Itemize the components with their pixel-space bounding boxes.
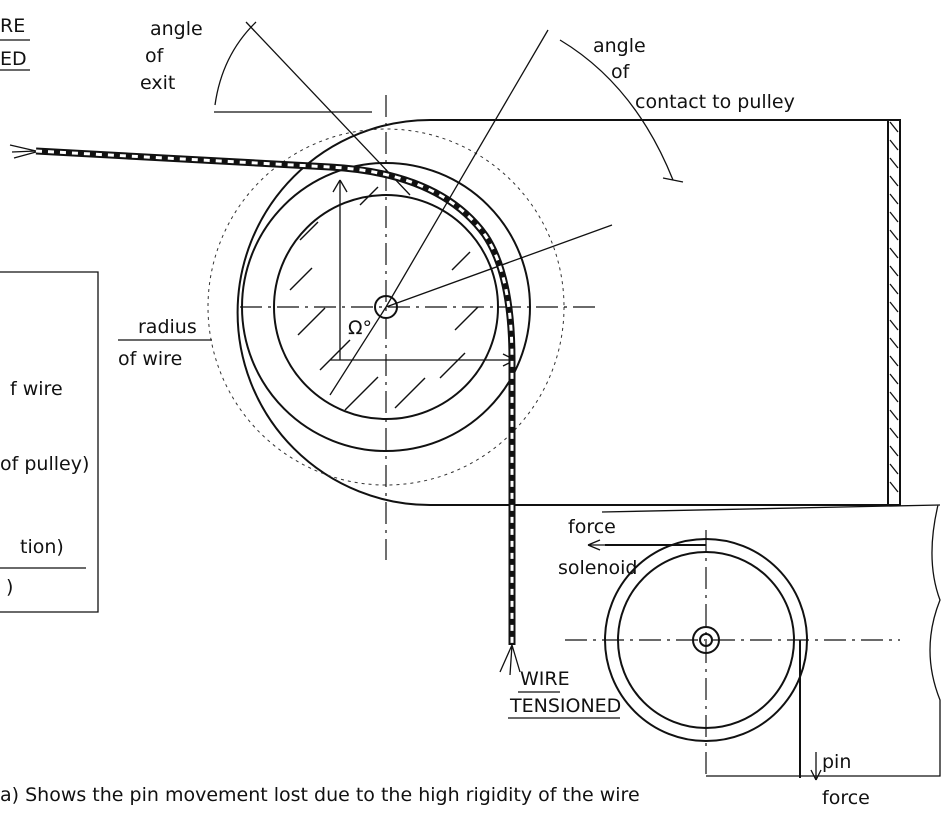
pulley-hatching xyxy=(289,186,479,411)
wire-tensioned-label-1: WIRE xyxy=(520,668,570,690)
wire-relaxed-label-2: ED xyxy=(0,48,27,70)
pin-force-label-2: force xyxy=(822,787,870,809)
wire xyxy=(9,144,521,676)
angle-of-contact-label-2: of xyxy=(611,61,631,83)
main-pulley xyxy=(207,95,600,560)
legend-box: f wire of pulley) tion) ) xyxy=(0,271,99,613)
legend-line-4: ) xyxy=(6,576,13,598)
angle-of-exit-label-1: angle xyxy=(150,18,203,40)
angle-of-contact-label-3: contact to pulley xyxy=(635,91,795,113)
wire-tensioned-label-2: TENSIONED xyxy=(509,695,621,717)
angle-of-exit-label-2: of xyxy=(145,45,165,67)
lower-pulley-assembly xyxy=(565,504,941,781)
radius-of-wire-label-2: of wire xyxy=(118,348,182,370)
legend-line-1: f wire xyxy=(10,378,63,400)
wire-relaxed-label-1: RE xyxy=(0,15,25,37)
figure-caption: a) Shows the pin movement lost due to th… xyxy=(0,784,640,806)
omega-angle-label: Ω° xyxy=(348,317,372,339)
force-solenoid-label-1: force xyxy=(568,516,616,538)
angle-of-contact-label-1: angle xyxy=(593,35,646,57)
pulley-housing xyxy=(236,119,901,506)
radius-of-wire-label-1: radius xyxy=(138,316,197,338)
legend-line-3: tion) xyxy=(20,536,64,558)
force-solenoid-label-2: solenoid xyxy=(558,557,638,579)
angle-of-exit-label-3: exit xyxy=(140,72,175,94)
legend-line-2: of pulley) xyxy=(0,453,89,475)
pin-force-label-1: pin xyxy=(822,751,851,773)
